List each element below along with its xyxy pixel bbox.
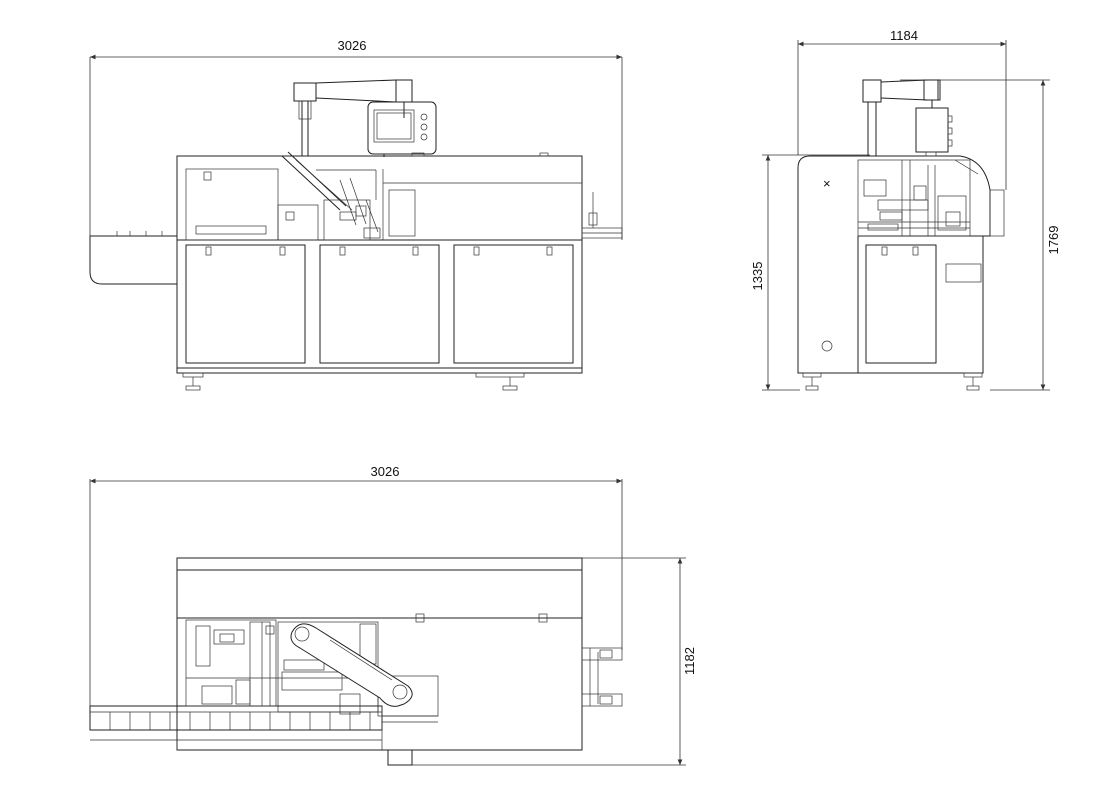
side-door [865,244,937,364]
front-hmi-panel [367,101,437,157]
front-width-dimension: 3026 [89,38,623,240]
side-feet [802,372,983,391]
side-width-dimension: 1184 [797,28,1007,190]
top-depth-label: 1182 [682,647,697,675]
side-mechanism [857,159,971,237]
side-view: 1184 1769 1335 × [750,28,1061,391]
side-caster-icon [821,340,833,352]
top-width-label: 3026 [371,464,400,479]
top-view: 3026 1182 [89,464,697,766]
top-conveyor [89,705,438,750]
side-body-height-label: 1335 [750,262,765,291]
front-width-label: 3026 [338,38,367,53]
front-view: 3026 [89,38,623,391]
front-conveyor [89,231,177,285]
front-door-3 [453,244,574,364]
front-cabinet [176,155,583,374]
top-depth-dimension: 1182 [410,557,697,766]
front-door-1 [185,244,306,364]
front-mechanism [277,151,381,241]
side-hmi-panel [915,107,949,153]
top-hmi-arm [290,623,413,707]
top-mechanism [185,619,439,717]
front-door-2 [319,244,440,364]
top-outfeed [581,647,623,707]
side-height-dimension: 1769 [900,79,1061,391]
front-upper-window [185,168,279,241]
side-body-height-dimension: 1335 [750,154,870,391]
side-mark-icon: × [823,176,831,191]
side-height-label: 1769 [1046,226,1061,255]
side-hmi-arm [862,79,953,157]
front-hmi-arm [293,79,413,156]
side-width-label: 1184 [890,28,918,43]
top-width-dimension: 3026 [89,464,623,710]
top-cabinet [176,557,583,751]
front-feet [182,372,525,391]
